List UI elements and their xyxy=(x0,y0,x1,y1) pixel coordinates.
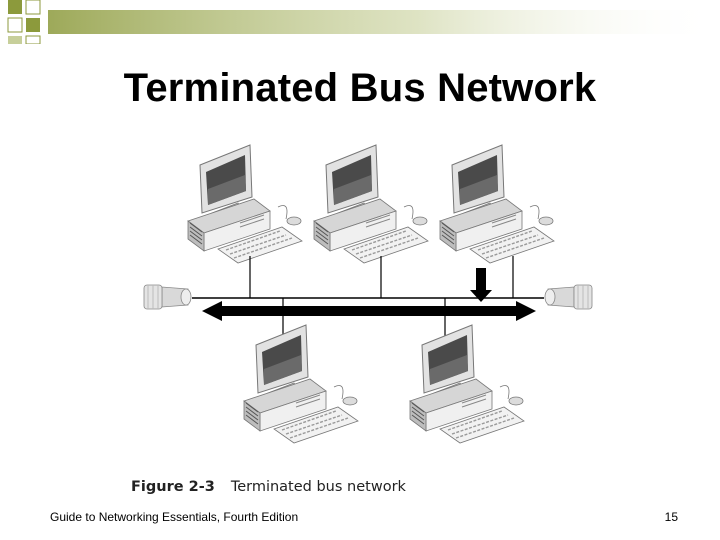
signal-arrow xyxy=(202,301,536,321)
figure-caption-text: Terminated bus network xyxy=(230,479,406,495)
computer-icon xyxy=(439,144,555,264)
computer-icon xyxy=(313,144,429,264)
page-number: 15 xyxy=(664,510,678,524)
data-arrow-icon xyxy=(470,268,492,302)
figure-caption: Figure 2-3 Terminated bus network xyxy=(131,479,406,495)
footer-text: Guide to Networking Essentials, Fourth E… xyxy=(50,510,299,524)
slide-title: Terminated Bus Network xyxy=(123,66,597,110)
figure-number: Figure 2-3 xyxy=(131,479,215,495)
computer-icon xyxy=(187,144,303,264)
terminator-icon xyxy=(544,284,593,310)
terminator-icon xyxy=(143,284,192,310)
computer-icon xyxy=(409,324,525,444)
bus-network-figure xyxy=(143,144,593,444)
computer-icon xyxy=(243,324,359,444)
header-decoration xyxy=(7,0,720,44)
